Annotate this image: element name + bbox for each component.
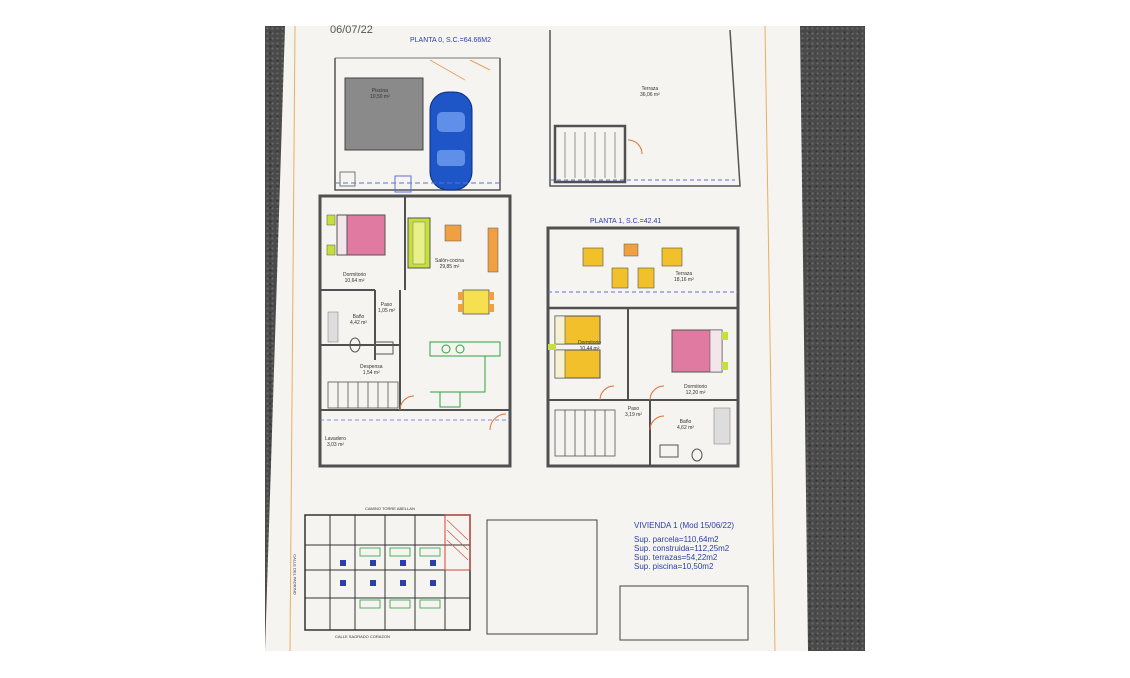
planta-0-plan (318, 57, 512, 468)
toilet (349, 337, 361, 353)
toilet-planta1 (691, 448, 703, 462)
info-line: Sup. construida=112,25m2 (634, 544, 730, 553)
bathtub (327, 311, 339, 343)
info-line: Sup. parcela=110,64m2 (634, 535, 719, 544)
street-top: CAMINO TORRE ABELLAN (365, 506, 415, 511)
frame-line-left (289, 25, 296, 652)
twin-beds (548, 315, 601, 379)
stair-box-roof (553, 124, 627, 184)
planta1-title: PLANTA 1, S.C.=42.41 (590, 218, 662, 225)
coffee-table (444, 224, 462, 242)
dining-table (462, 289, 490, 315)
street-bottom: CALLE SAGRADO CORAZON (335, 634, 390, 639)
stairs-planta0 (327, 381, 399, 409)
car-icon (429, 91, 473, 191)
empty-box-2 (619, 585, 749, 641)
info-line: Sup. piscina=10,50m2 (634, 562, 714, 571)
garage-outline (334, 58, 501, 191)
cubierta-plan (549, 29, 741, 187)
terrace-outline (549, 29, 741, 187)
planta0-title: PLANTA 0, S.C.=64.66M2 (410, 37, 491, 44)
site-plan (304, 514, 471, 631)
date-stamp: 06/07/22 (330, 24, 373, 36)
terrace-furniture (582, 247, 683, 289)
double-bed (671, 329, 728, 373)
stairs-planta1 (554, 409, 616, 457)
sink-planta1 (659, 444, 679, 458)
site-highlight (444, 514, 471, 571)
paper-sheet (265, 26, 808, 651)
planta-1-plan (546, 226, 740, 468)
sink (374, 341, 394, 355)
empty-box-1 (486, 519, 598, 635)
kitchen-counter (429, 341, 501, 357)
house-outer-walls (318, 194, 512, 468)
info-line: Sup. terrazas=54,22m2 (634, 553, 718, 562)
bathtub-planta1 (713, 407, 731, 445)
frame-line-right (764, 25, 776, 652)
tv-unit (487, 227, 499, 273)
bed-planta0 (326, 214, 386, 256)
pool-area (344, 77, 424, 151)
street-left: CALLE DEL PADRINO (292, 554, 298, 595)
info-title: VIVIENDA 1 (Mod 15/06/22) (634, 521, 735, 530)
